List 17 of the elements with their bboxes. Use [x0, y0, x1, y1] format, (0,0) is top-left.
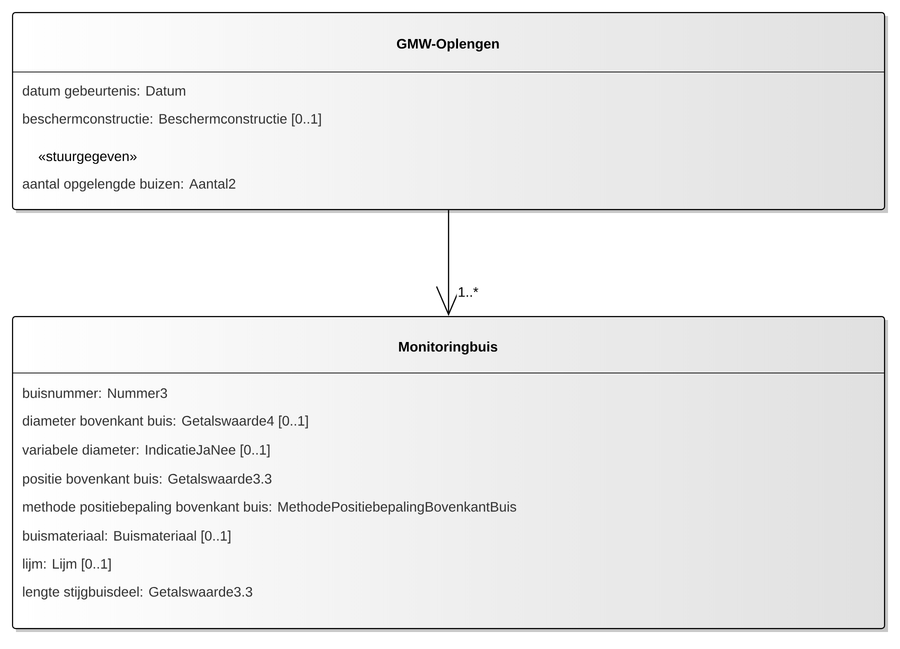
attribute-text: buismateriaal: Buismateriaal [0..1] — [23, 530, 230, 544]
multiplicity-label: 1..* — [458, 287, 478, 297]
attribute-text: aantal opgelengde buizen: Aantal2 — [22, 178, 236, 192]
attribute-text: lijm: Lijm [0..1] — [23, 558, 111, 572]
attribute-text: buisnummer: Nummer3 — [23, 388, 168, 398]
attribute-text: diameter bovenkant buis: Getalswaarde4 [0..1] — [22, 416, 308, 428]
attribute-text: beschermconstructie: Beschermconstructie [0..1] — [23, 114, 321, 126]
class-name: Monitoringbuis — [399, 342, 498, 354]
class-name: GMW-Oplengen — [396, 38, 499, 52]
attribute-text: variabele diameter: IndicatieJaNee [0..1] — [22, 444, 270, 458]
class-box — [12, 12, 888, 213]
attribute-text: lengte stijgbuisdeel: Getalswaarde3.3 — [23, 586, 252, 600]
stereotype-label: «stuurgegeven» — [38, 152, 137, 164]
attribute-text: datum gebeurtenis: Datum — [22, 86, 186, 98]
attribute-text: methode positiebepaling bovenkant buis: MethodePositiebepalingBovenkantBuis — [23, 502, 516, 514]
attribute-text: positie bovenkant buis: Getalswaarde3.3 — [23, 474, 272, 486]
class-box — [12, 316, 888, 632]
